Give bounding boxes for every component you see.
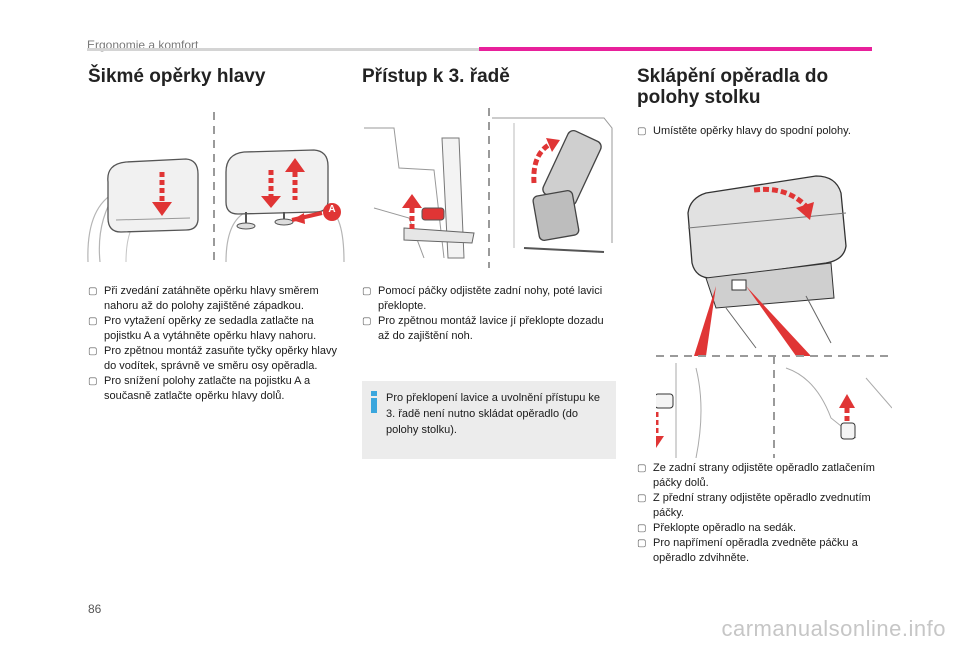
list-item: ▢Z přední strany odjistěte opěradlo zved… bbox=[637, 492, 871, 519]
list-item: ▢Ze zadní strany odjistěte opěradlo zatl… bbox=[637, 462, 875, 489]
callout-letter-a: A bbox=[328, 204, 336, 215]
headrest-steps: ▢Při zvedání zatáhněte opěrku hlavy směr… bbox=[88, 284, 343, 404]
list-item: ▢Pro snížení polohy zatlačte na pojistku… bbox=[88, 375, 311, 402]
push-down-arrow-icon bbox=[152, 172, 172, 216]
list-item: ▢Umístěte opěrky hlavy do spodní polohy. bbox=[637, 125, 851, 137]
third-row-section: Přístup k 3. řadě bbox=[362, 66, 617, 87]
bullet-marker-icon: ▢ bbox=[88, 376, 98, 387]
headrest-section: Šikmé opěrky hlavy bbox=[88, 66, 343, 87]
table-position-steps: ▢Ze zadní strany odjistěte opěradlo zatl… bbox=[637, 461, 892, 566]
bullet-marker-icon: ▢ bbox=[637, 538, 647, 549]
header-rule-accent bbox=[479, 47, 872, 51]
section-title-table-position: Sklápění opěradla do polohy stolku bbox=[637, 66, 829, 108]
table-position-intro: ▢Umístěte opěrky hlavy do spodní polohy. bbox=[637, 124, 892, 139]
third-row-illustration bbox=[364, 108, 616, 268]
list-item: ▢Pro napřímení opěradla zvedněte páčku a… bbox=[637, 537, 858, 564]
list-item: ▢Pomocí páčky odjistěte zadní nohy, poté… bbox=[362, 285, 603, 312]
list-item: ▢Překlopte opěradlo na sedák. bbox=[637, 522, 797, 534]
seatback-fold-figure bbox=[656, 175, 892, 458]
push-down-arrow-icon bbox=[261, 170, 281, 208]
page-number: 86 bbox=[88, 602, 102, 616]
bullet-marker-icon: ▢ bbox=[637, 463, 647, 474]
lever-up-arrow-icon bbox=[402, 194, 422, 232]
pull-up-arrow-icon bbox=[285, 158, 305, 200]
tilt-forward-arrow-icon bbox=[531, 138, 560, 184]
list-item: ▢Pro zpětnou montáž zasuňte tyčky opěrky… bbox=[88, 345, 337, 372]
bullet-marker-icon: ▢ bbox=[362, 286, 372, 297]
bullet-marker-icon: ▢ bbox=[88, 286, 98, 297]
bullet-marker-icon: ▢ bbox=[88, 346, 98, 357]
list-item: ▢Pro vytažení opěrky ze sedadla zatlačte… bbox=[88, 315, 317, 342]
section-title-headrest: Šikmé opěrky hlavy bbox=[88, 66, 266, 87]
list-item: ▢Při zvedání zatáhněte opěrku hlavy směr… bbox=[88, 285, 319, 312]
headrest-illustration: A bbox=[86, 112, 346, 262]
bench-tilt-figure bbox=[364, 108, 613, 268]
third-row-steps: ▢Pomocí páčky odjistěte zadní nohy, poté… bbox=[362, 284, 617, 344]
table-position-section: Sklápění opěradla do polohy stolku bbox=[637, 66, 892, 108]
bullet-marker-icon: ▢ bbox=[637, 523, 647, 534]
bullet-marker-icon: ▢ bbox=[362, 316, 372, 327]
info-note: Pro překlopení lavice a uvolnění přístup… bbox=[362, 381, 616, 459]
watermark: carmanualsonline.info bbox=[721, 616, 946, 641]
headrest-figure bbox=[87, 112, 345, 262]
header-rule-grey bbox=[87, 48, 479, 51]
lever-up-arrow-icon bbox=[839, 394, 855, 422]
lever-down-arrow-icon bbox=[656, 412, 664, 448]
table-position-illustration bbox=[656, 168, 892, 458]
section-title-third-row: Přístup k 3. řadě bbox=[362, 66, 510, 87]
info-icon bbox=[371, 391, 377, 413]
bullet-marker-icon: ▢ bbox=[637, 493, 647, 504]
bullet-marker-icon: ▢ bbox=[88, 316, 98, 327]
info-note-text: Pro překlopení lavice a uvolnění přístup… bbox=[386, 392, 601, 436]
bullet-marker-icon: ▢ bbox=[637, 126, 647, 137]
fold-forward-arrow-icon bbox=[753, 186, 814, 220]
list-item: ▢Pro zpětnou montáž lavice jí překlopte … bbox=[362, 315, 604, 342]
